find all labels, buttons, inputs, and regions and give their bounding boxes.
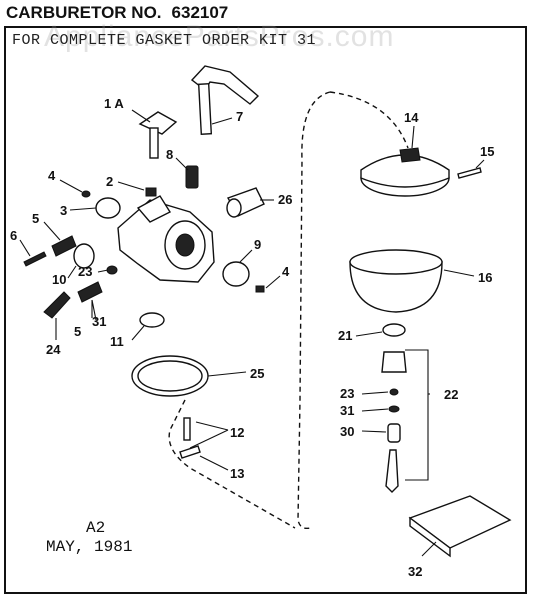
callout-4-upper: 4 [48, 168, 56, 183]
callout-23-left: 23 [78, 264, 92, 279]
assembly-dash-line [297, 91, 331, 530]
idle-needle-part [23, 235, 77, 267]
fuel-inlet-part [226, 187, 265, 218]
title-number: 632107 [171, 3, 229, 22]
callout-5-lower: 5 [74, 324, 81, 339]
callout-31-left: 31 [92, 314, 106, 329]
callout-3: 3 [60, 203, 67, 218]
callout-12: 12 [230, 425, 244, 440]
float-pin-part [457, 167, 482, 179]
cup-plug-part [139, 312, 165, 328]
callout-7: 7 [236, 109, 243, 124]
float-part [360, 147, 450, 197]
throttle-shaft-part [190, 65, 260, 135]
choke-shaft-part [138, 111, 178, 159]
leader-lines [19, 109, 485, 557]
watermark: AppliancePartsPros.com [44, 20, 395, 53]
callout-25: 25 [250, 366, 264, 381]
callout-15: 15 [480, 144, 494, 159]
block-part-32 [408, 495, 512, 549]
callout-9: 9 [254, 237, 261, 252]
washer-part-23b [389, 388, 399, 396]
callout-5-upper: 5 [32, 211, 39, 226]
screw-part-upper [81, 190, 91, 198]
bowl-dash-line [329, 91, 409, 149]
callout-2: 2 [106, 174, 113, 189]
plug-part-9 [222, 261, 250, 287]
carburetor-body-part [117, 195, 215, 283]
diagram-code: A2 [86, 519, 106, 537]
callout-23-right: 23 [340, 386, 354, 401]
callout-22: 22 [444, 387, 458, 402]
callout-26: 26 [278, 192, 292, 207]
diagram-date: MAY, 1981 [46, 538, 133, 556]
bracket-22 [405, 349, 429, 481]
callout-10: 10 [52, 272, 66, 287]
callout-14: 14 [404, 110, 419, 125]
welch-plug-part [95, 197, 121, 219]
callout-4-lower: 4 [282, 264, 290, 279]
bowl-gasket-part [131, 355, 209, 397]
callout-8: 8 [166, 147, 173, 162]
o-ring-part-31b [388, 405, 400, 413]
main-jet-part [385, 449, 399, 493]
bowl-nut-part [381, 351, 407, 373]
main-needle-part [43, 281, 103, 319]
title-label: CARBURETOR NO. [6, 3, 162, 22]
pin-part-13 [179, 445, 201, 459]
callout-1a: 1 A [104, 96, 124, 111]
callout-24: 24 [46, 342, 61, 357]
callout-30: 30 [340, 424, 354, 439]
callout-16: 16 [478, 270, 492, 285]
float-bowl-part [349, 249, 443, 313]
callout-31-right: 31 [340, 403, 354, 418]
washer-part-23a [106, 265, 118, 275]
diagram-frame [4, 26, 527, 594]
screw-part-2 [145, 187, 157, 197]
idle-spring-part [185, 165, 199, 189]
jet-part-30 [387, 423, 401, 443]
bowl-gasket-21 [382, 323, 406, 337]
page-title: CARBURETOR NO. 632107 [6, 3, 228, 23]
callout-13: 13 [230, 466, 244, 481]
pin-part-12 [183, 417, 191, 441]
kit-subtitle: FOR COMPLETE GASKET ORDER KIT 31 [12, 32, 317, 49]
callout-11: 11 [110, 334, 124, 349]
screw-part-lower [255, 285, 265, 293]
callout-6: 6 [10, 228, 17, 243]
callout-21: 21 [338, 328, 352, 343]
seat-part [73, 243, 95, 269]
callout-32: 32 [408, 564, 422, 579]
